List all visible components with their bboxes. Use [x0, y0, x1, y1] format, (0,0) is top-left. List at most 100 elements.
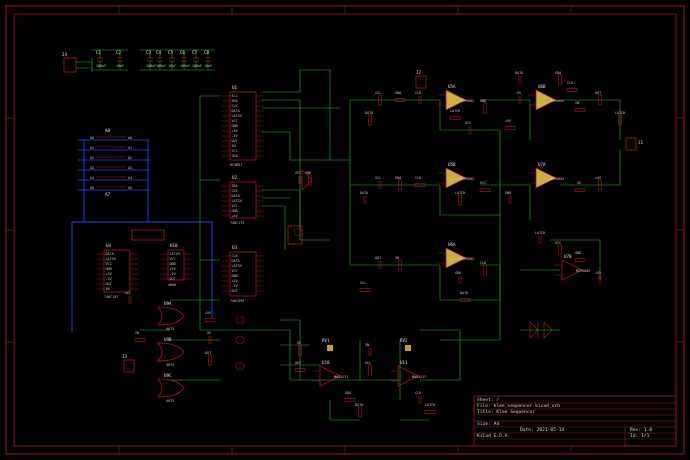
ic-pin-label: GND	[232, 124, 238, 128]
cap-value: 10uF	[168, 64, 176, 68]
passive-ref: IN	[395, 256, 399, 260]
ic-body	[131, 229, 165, 241]
ic-pin-label: LATCH	[232, 114, 242, 118]
ic-part: 74HC173	[230, 221, 244, 225]
cap-value: 100nF	[146, 64, 156, 68]
capacitor	[378, 261, 382, 269]
resistor	[208, 354, 212, 366]
ic-group: U1HC4051SCLSDACLKDATALATCHVCCGND+5V-5VOU…	[96, 85, 303, 303]
opamp-ref: U6A	[448, 242, 456, 247]
passive-ref: SCL	[125, 291, 131, 295]
opamp-symbol	[561, 259, 583, 281]
opamp-part: MCP6002	[460, 177, 474, 181]
ic-part: 74HC595	[230, 299, 244, 303]
outer-frame	[5, 5, 685, 455]
resistor	[483, 102, 487, 114]
ic-pin-label: LATCH	[170, 252, 180, 256]
resistor	[618, 114, 622, 126]
cap-ref: C8	[204, 50, 210, 55]
bus-label: A0	[128, 136, 132, 140]
ic-ref: U1	[232, 85, 238, 90]
ic-pin-label: SDA	[232, 154, 238, 158]
resistor	[294, 368, 306, 372]
pot-rv2: RV2	[400, 338, 411, 351]
resistor	[558, 74, 562, 86]
passive-ref: VCC	[480, 181, 486, 185]
ic-pin-label: -5V	[170, 272, 176, 276]
tb-line-1: File: klee_sequencer.kicad_sch	[477, 403, 560, 409]
ic-pin-label: DATA	[232, 109, 240, 113]
passive-ref: -5V	[575, 181, 581, 185]
opamp-part: MAX5217	[412, 375, 426, 379]
passive-ref: CLK	[480, 261, 487, 265]
passive-ref: DATA	[365, 111, 373, 115]
gate-part: 4075	[166, 327, 174, 331]
passive-ref: CLK	[415, 176, 422, 180]
resistor	[398, 179, 402, 191]
bus-label: A3	[90, 166, 94, 170]
ic-pin-label: SDA	[232, 184, 238, 188]
ic-pin-label: CLK	[232, 189, 239, 193]
resistor	[358, 406, 362, 418]
ic-pin-label: OUT	[170, 277, 176, 281]
tb-line-6: Rev: 1.0	[630, 427, 652, 433]
ic-pin-label: +5V	[170, 267, 176, 271]
transistor	[235, 361, 245, 371]
or-gate	[157, 306, 185, 326]
header-caps: C1100uFC210uFC3100nFC4100uFC510uFC6100nF…	[92, 49, 215, 71]
passive-ref: IN	[575, 101, 579, 105]
passive-ref: SDA	[395, 176, 401, 180]
ic-part: 4066	[168, 283, 176, 287]
cap-value: 100nF	[180, 64, 190, 68]
tb-line-0: Sheet: /	[477, 397, 499, 403]
passive-ref: VCC	[555, 241, 561, 245]
resistor	[134, 338, 146, 342]
ic-pin-label: -5V	[106, 277, 112, 281]
passive-ref: IN	[135, 331, 139, 335]
resistor	[574, 108, 586, 112]
ic-part: HC4051	[230, 163, 242, 167]
passive-ref: DATA	[355, 403, 363, 407]
capacitor	[363, 196, 367, 204]
tb-line-5: KiCad E.D.A.	[477, 433, 510, 439]
ic-pin-label: DATA	[106, 252, 114, 256]
title-block: Sheet: / File: klee_sequencer.kicad_sch …	[473, 395, 677, 447]
ic-pin-label: SCL	[232, 94, 238, 98]
passive-ref: LATCH	[615, 111, 625, 115]
gate-ref: U9C	[164, 373, 172, 378]
ic-pin-label: +5V	[232, 129, 238, 133]
ic-pin-label: -5V	[232, 134, 238, 138]
gate-part: 4075	[166, 363, 174, 367]
left-connector: J4	[62, 52, 93, 73]
resistor	[368, 364, 372, 376]
passive-ref: LATCH	[450, 109, 460, 113]
passive-ref: VCC	[295, 171, 301, 175]
cap-ref: C1	[96, 50, 102, 55]
ic-pin-label: VCC	[232, 269, 238, 273]
passive-ref: LATCH	[535, 231, 545, 235]
resistor	[398, 259, 402, 271]
ic-pin-label: GND	[232, 209, 238, 213]
transistor	[235, 335, 245, 345]
ic-body	[229, 181, 257, 219]
ic-pin-label: OUT	[106, 282, 112, 286]
cap-ref: C4	[156, 50, 162, 55]
passive-ref: SDA	[555, 71, 561, 75]
ic-pin-label: GND	[106, 267, 112, 271]
ic-pin-label: LATCH	[232, 264, 242, 268]
tb-line-7: Id: 1/1	[630, 433, 650, 439]
resistor	[394, 98, 406, 102]
passive-ref: -5V	[295, 341, 301, 345]
passive-ref: DATA	[360, 191, 368, 195]
opamp-group: U5AMCP6002U5BMCP6002U6AMCP6002U6BMCP6002…	[312, 84, 590, 387]
cap-value: 10uF	[204, 64, 212, 68]
ic-pin-label: GND	[170, 262, 176, 266]
ic-pin-label: +5V	[232, 279, 238, 283]
supply-rails	[140, 49, 215, 71]
passive-ref: OUT	[375, 256, 381, 260]
passive-ref: LATCH	[425, 403, 435, 407]
opamp-ref: U5A	[448, 84, 456, 89]
bus-label: A0	[90, 136, 94, 140]
jack-ref-j3: J3	[122, 354, 128, 359]
